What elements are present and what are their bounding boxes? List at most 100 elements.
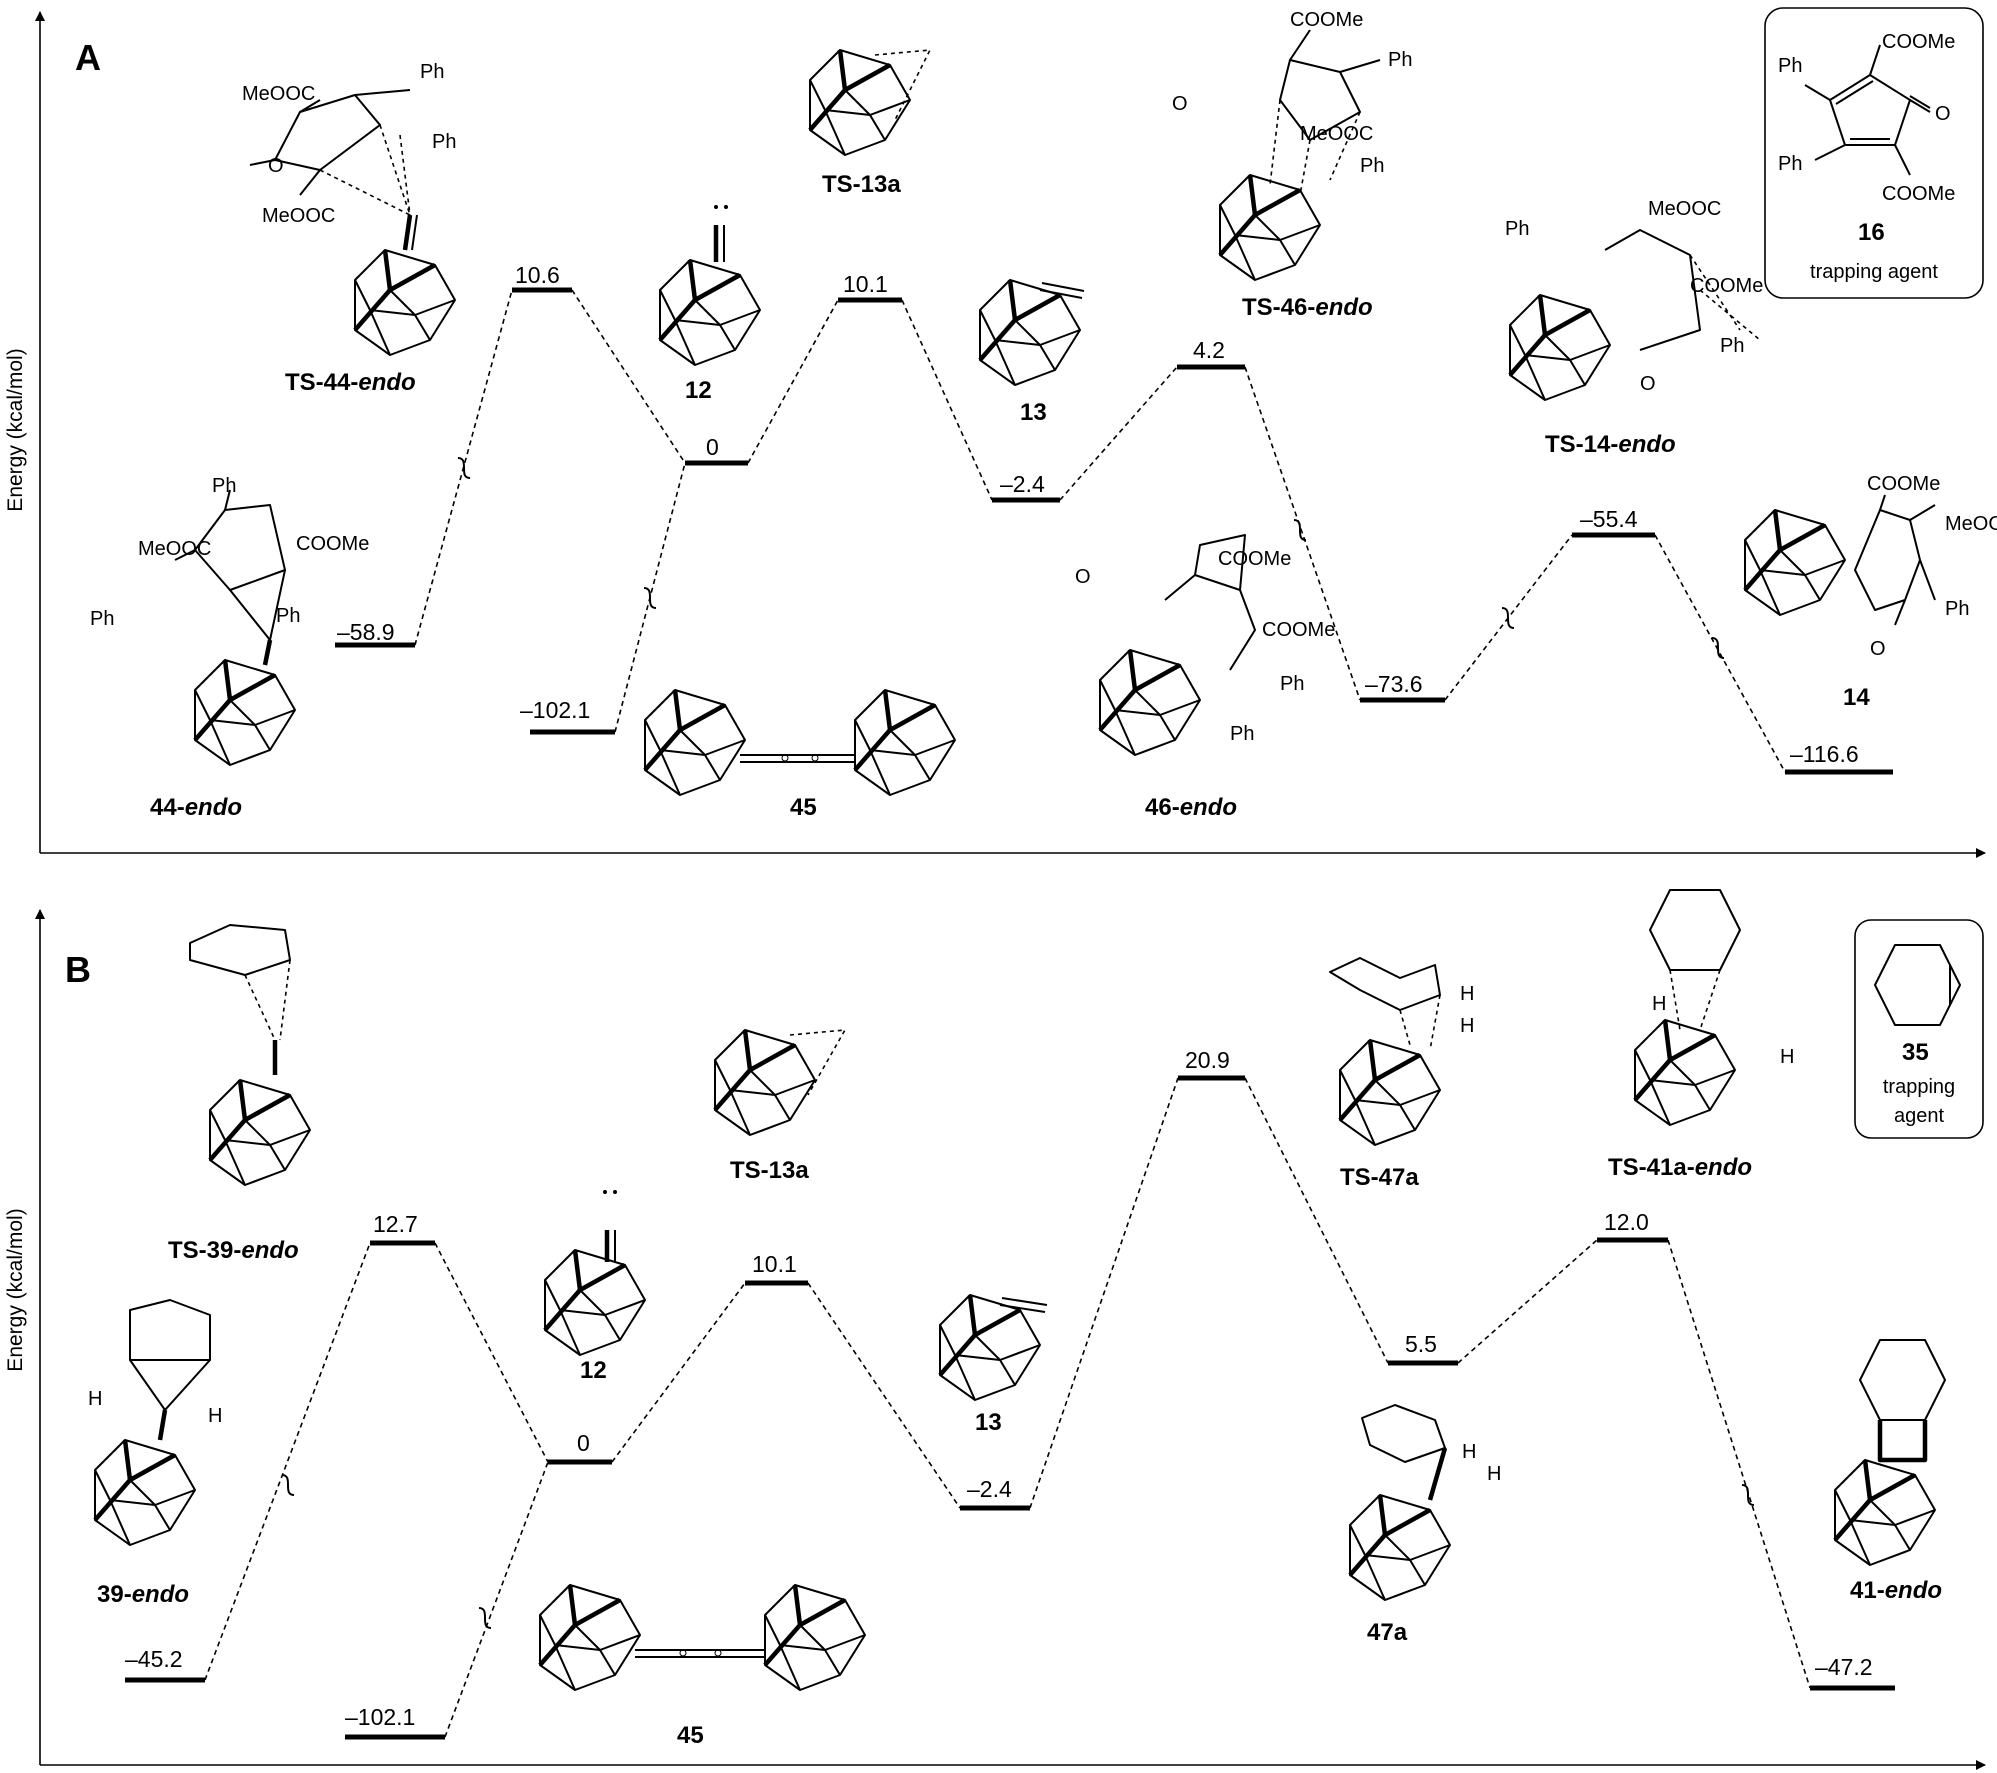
- substituent: COOMe: [1290, 9, 1363, 31]
- substituent: Ph: [1280, 673, 1304, 695]
- compound-label-13: 13: [975, 1409, 1002, 1436]
- substituent: Ph: [212, 475, 236, 497]
- substituent: COOMe: [1882, 31, 1955, 53]
- connector-b1: [204, 1242, 371, 1681]
- structure-13: [940, 1295, 1048, 1400]
- compound-label-45: 45: [677, 1722, 704, 1749]
- substituent: O: [1935, 103, 1951, 125]
- compound-label-14: 14: [1843, 684, 1870, 711]
- substituent: MeOOC: [242, 83, 315, 105]
- structure-41-endo: [1835, 1339, 1946, 1565]
- connector-a7: [1244, 366, 1361, 701]
- trapping-agent-caption-line2: agent: [1894, 1105, 1944, 1127]
- connector-b9: [1667, 1239, 1811, 1689]
- connector-b3: [444, 1461, 549, 1738]
- substituent: H: [1462, 1441, 1476, 1463]
- substituent: MeOOC: [1300, 123, 1373, 145]
- cyclohexene-structure: [1874, 944, 1961, 1026]
- substituent: Ph: [276, 605, 300, 627]
- panel-label-a: A: [75, 37, 101, 78]
- substituent: MeOOC: [138, 538, 211, 560]
- compound-label-12: 12: [580, 1357, 607, 1384]
- connector-b2: [434, 1242, 549, 1463]
- connector-b7: [1244, 1077, 1389, 1364]
- structure-39-endo: [95, 1299, 211, 1545]
- compound-label-ts-41a-endo: TS-41a-endo: [1608, 1154, 1752, 1181]
- compound-label-ts-14-endo: TS-14-endo: [1545, 431, 1676, 458]
- connector-a9: [1654, 534, 1786, 773]
- value-46-endo: –73.6: [1365, 671, 1423, 697]
- value-14: –116.6: [1790, 741, 1859, 767]
- substituent: COOMe: [1690, 275, 1763, 297]
- structure-14: [1745, 494, 1936, 626]
- value-45: –102.1: [520, 697, 590, 723]
- structure-ts-13a: [715, 1030, 847, 1135]
- value-ts-41a-endo: 12.0: [1604, 1209, 1649, 1235]
- structure-ts-44-endo: [249, 89, 455, 355]
- break-icon: [281, 1474, 295, 1496]
- connector-b8: [1457, 1239, 1598, 1364]
- substituent: Ph: [1388, 49, 1412, 71]
- value-ts-46-endo: 4.2: [1193, 337, 1225, 363]
- substituent: MeOOC: [262, 205, 335, 227]
- connector-a8: [1444, 534, 1573, 701]
- panel-label-b: B: [65, 949, 91, 990]
- value-ts-47a: 20.9: [1185, 1047, 1230, 1073]
- structure-ts-14-endo: [1510, 229, 1761, 400]
- structure-ts-41a-endo: [1635, 889, 1741, 1125]
- structure-47a: [1350, 1404, 1450, 1600]
- substituent: COOMe: [1218, 548, 1291, 570]
- structure-ts-39-endo: [189, 924, 310, 1185]
- substituent: H: [1780, 1046, 1794, 1068]
- substituent: Ph: [1505, 218, 1529, 240]
- compound-label-ts-44-endo: TS-44-endo: [285, 369, 416, 396]
- substituent: H: [1460, 1015, 1474, 1037]
- trapping-agent-box-35: [1854, 919, 1984, 1139]
- break-icon: [457, 457, 471, 479]
- structure-46-endo: [1100, 534, 1256, 755]
- compound-label-ts-13a: TS-13a: [822, 171, 901, 198]
- substituent: Ph: [1778, 153, 1802, 175]
- connector-a4: [747, 299, 839, 464]
- value-12: 0: [577, 1430, 590, 1456]
- value-47a: 5.5: [1405, 1331, 1437, 1357]
- trapping-agent-caption: trapping agent: [1810, 261, 1938, 283]
- substituent: H: [1487, 1463, 1501, 1485]
- compound-label-ts-39-endo: TS-39-endo: [168, 1237, 299, 1264]
- substituent: H: [1460, 983, 1474, 1005]
- substituent: H: [1652, 993, 1666, 1015]
- substituent: Ph: [1778, 55, 1802, 77]
- structure-45: [540, 1585, 865, 1690]
- y-axis-title-a: Energy (kcal/mol): [4, 348, 27, 511]
- substituent: Ph: [432, 131, 456, 153]
- value-45: –102.1: [345, 1704, 415, 1730]
- substituent: Ph: [420, 61, 444, 83]
- substituent: COOMe: [1867, 473, 1940, 495]
- value-13: –2.4: [1000, 471, 1045, 497]
- break-icon: [643, 587, 657, 609]
- connector-b5: [807, 1282, 961, 1509]
- compound-label-41-endo: 41-endo: [1850, 1577, 1942, 1604]
- panel-a: Energy (kcal/mol) A –58.9 10.6 0 –102.1 …: [4, 7, 1997, 858]
- value-39-endo: –45.2: [125, 1646, 183, 1672]
- compound-label-ts-13a: TS-13a: [730, 1157, 809, 1184]
- substituent: H: [208, 1405, 222, 1427]
- value-ts-13a: 10.1: [752, 1251, 797, 1277]
- value-ts-39-endo: 12.7: [373, 1211, 418, 1237]
- substituent: COOMe: [296, 533, 369, 555]
- compound-label-12: 12: [685, 377, 712, 404]
- structure-13: [980, 280, 1085, 385]
- y-axis-title-b: Energy (kcal/mol): [4, 1208, 27, 1371]
- substituent: O: [1172, 93, 1188, 115]
- structure-12: [545, 1190, 645, 1355]
- substituent: Ph: [1230, 723, 1254, 745]
- trapping-agent-box-16: [1764, 7, 1984, 299]
- substituent: MeOOC: [1945, 513, 1997, 535]
- value-41-endo: –47.2: [1815, 1654, 1873, 1680]
- compound-label-39-endo: 39-endo: [97, 1581, 189, 1608]
- structure-44-endo: [174, 489, 295, 765]
- compound-label-46-endo: 46-endo: [1145, 794, 1237, 821]
- value-ts-14-endo: –55.4: [1580, 506, 1638, 532]
- structure-ts-47a: [1329, 957, 1440, 1145]
